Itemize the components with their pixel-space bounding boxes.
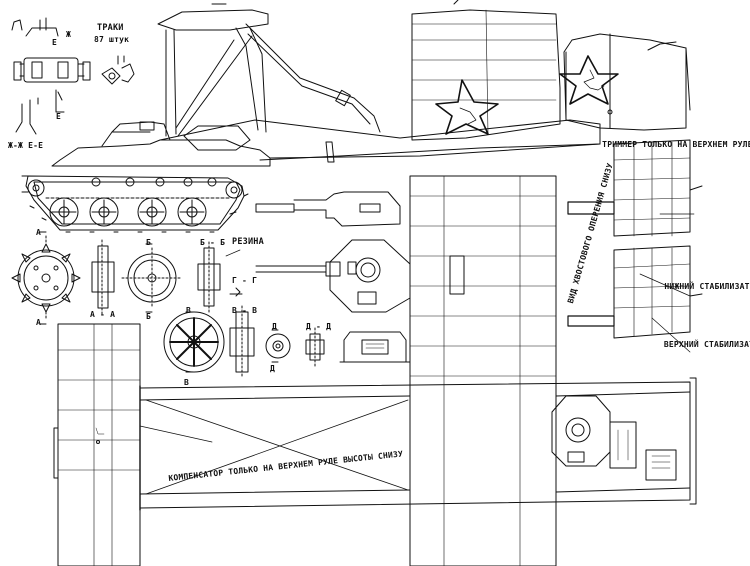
- sprocket-wheel: [11, 231, 81, 325]
- section-mark-d-top: Д: [272, 322, 278, 331]
- section-b-b-label: Б - Б: [200, 238, 226, 247]
- section-mark-d-bottom: Д: [270, 364, 276, 373]
- tail-view-from-below: [567, 139, 703, 353]
- trimmer-note: ТРИММЕР ТОЛЬКО НА ВЕРХНЕМ РУЛЕ ПОВОРОТА: [602, 140, 750, 149]
- section-a-a: [91, 239, 115, 317]
- section-mark-zh-top: Ж: [66, 30, 72, 39]
- rubber-label: РЕЗИНА: [232, 237, 264, 247]
- upper-wing-planform: [411, 0, 561, 141]
- section-a-a-label: А - А: [90, 310, 116, 319]
- tracks-title: ТРАКИ: [97, 23, 124, 33]
- section-mark-a-bottom: А: [36, 318, 42, 327]
- tail-fin-side-view: [559, 33, 691, 131]
- section-mark-e-bottom: Е: [56, 112, 62, 121]
- turret-top-view-chassis: [551, 395, 677, 481]
- turret-front-view: [339, 331, 411, 363]
- section-v-v-label: В - В: [232, 306, 258, 315]
- section-mark-a-top: А: [36, 228, 42, 237]
- fuselage-and-struts: [157, 3, 601, 163]
- turret-detail-side: [255, 191, 401, 227]
- section-g-g-label: Г - Г: [232, 276, 258, 285]
- lower-wing-planform: [409, 175, 557, 566]
- fuselage-top-view: [95, 377, 697, 511]
- road-wheel: [121, 243, 183, 313]
- section-d-d: [305, 327, 325, 367]
- leader-lines: [139, 249, 241, 443]
- section-d-d-label: Д - Д: [306, 322, 332, 331]
- section-mark-b-top: Б: [146, 238, 152, 247]
- small-wheel-d: [265, 329, 291, 363]
- idler-wheel: [163, 311, 225, 373]
- upper-stabilizer-label: ВЕРХНИЙ СТАБИЛИЗАТОР: [663, 340, 750, 349]
- section-mark-e-top: Е: [52, 38, 58, 47]
- stabilizer-planform-bottom: [53, 323, 141, 566]
- tracks-count: 87 штук: [94, 35, 130, 44]
- section-mark-b-bottom: Б: [146, 312, 152, 321]
- lower-stabilizer-label: НИЖНИЙ СТАБИЛИЗАТОР: [664, 282, 750, 291]
- section-mark-v-top: В: [186, 306, 192, 315]
- track-link-details: [11, 17, 135, 135]
- section-b-b: [197, 241, 243, 313]
- turret-detail-top: [255, 239, 411, 313]
- section-v-v: [229, 305, 255, 379]
- section-zh-zh-e-e: Ж-Ж Е-Е: [8, 141, 44, 150]
- section-mark-v-bottom: В: [184, 378, 190, 387]
- tank-side-view: [21, 121, 271, 233]
